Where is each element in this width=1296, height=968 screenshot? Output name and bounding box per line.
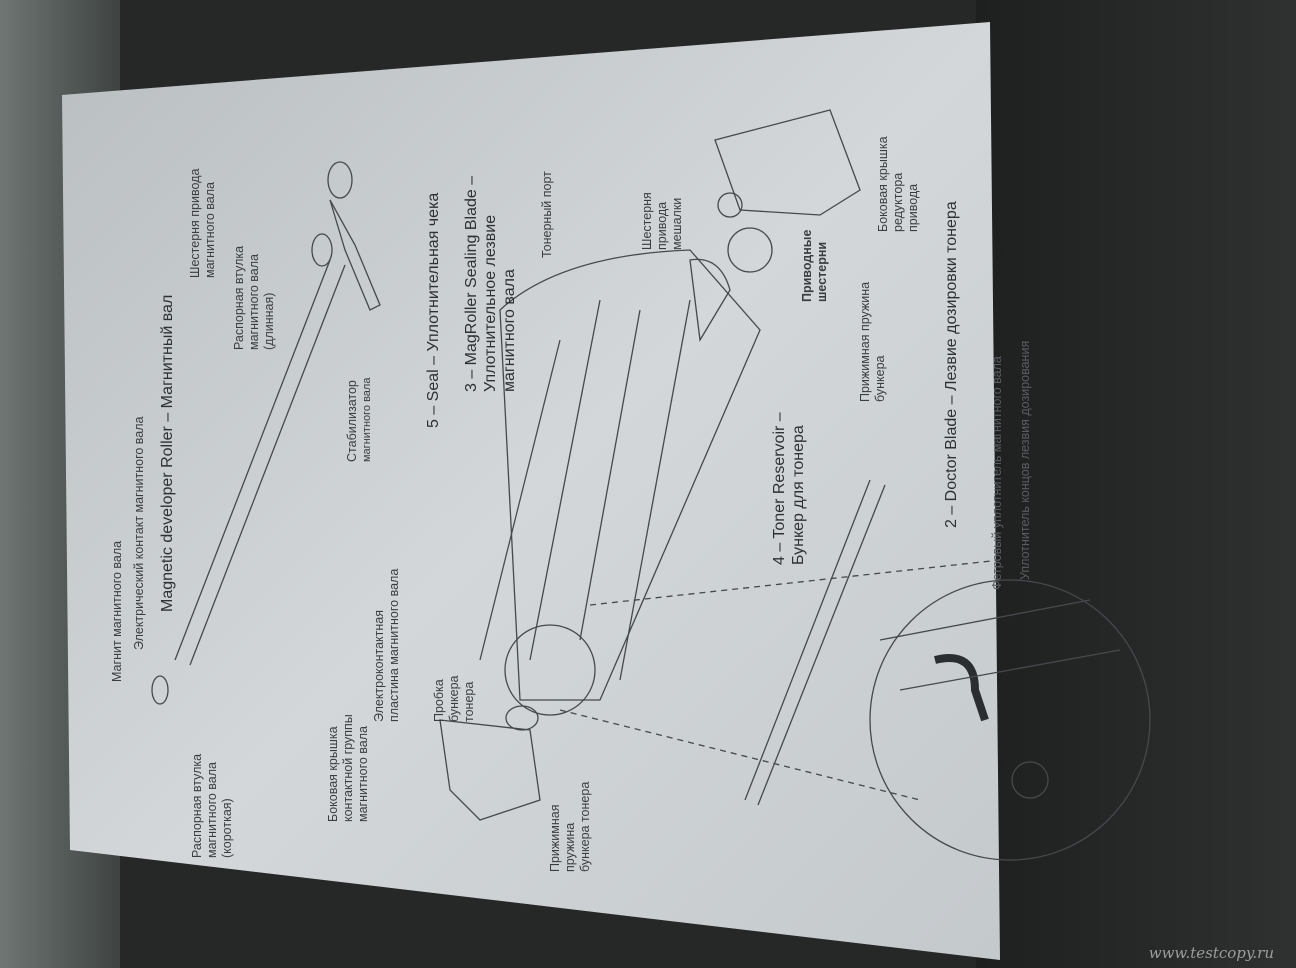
label-toner-reservoir: 4 – Toner Reservoir –Бункер для тонера [770,412,808,565]
label-line: контактной группы [341,714,355,822]
label-magnetic-roller: Magnetic developer Roller – Магнитный ва… [159,294,176,612]
label-line: Шестерня привода [188,168,202,278]
label-toner-port: Тонерный порт [540,171,554,258]
background-right [976,0,1296,968]
doctor-blade-drawing [744,479,886,806]
label-line: Электроконтактная [372,609,386,722]
label-line: (короткая) [220,798,234,858]
magnified-detail-drawing [559,559,1151,861]
label-line: магнитного вала [356,726,370,822]
label-line: Бункер для тонера [790,425,807,565]
label-blade-end-seal: Уплотнитель концов лезвия дозирования [1018,340,1032,580]
toner-reservoir-drawing [479,249,761,731]
label-seal: 5 – Seal – Уплотнительная чека [425,192,442,428]
magnetic-roller-drawing [151,161,381,705]
label-line: Пробка [432,679,446,722]
label-line: магнитного вала [203,182,217,278]
label-line: Шестерня [640,192,654,250]
label-line: магнитного вала [361,377,373,462]
label-line: пластина магнитного вала [387,568,401,722]
label-line: магнитного вала [205,762,219,858]
label-line: Боковая крышка [876,136,890,232]
label-line: магнитного вала [501,269,518,392]
label-line: привода [906,183,920,232]
label-line: (длинная) [262,292,276,350]
label-line: бункера [447,675,461,722]
label-line: Распорная втулка [232,245,246,350]
label-line: бункера [873,355,887,402]
label-line: пружина [563,822,577,872]
label-line: тонера [462,681,476,722]
label-line: Прижимная [548,804,562,872]
label-line: привода [655,201,669,250]
label-line: Стабилизатор [345,380,359,462]
label-line: Уплотнительное лезвие [482,214,499,392]
label-magnet: Магнит магнитного вала [110,540,124,682]
paper-sheet [62,22,1000,960]
label-doctor-blade: 2 – Doctor Blade – Лезвие дозировки тоне… [943,201,960,528]
label-line: 3 – MagRoller Sealing Blade – [463,175,480,392]
label-line: бункера тонера [578,781,592,872]
label-line: Распорная втулка [190,753,204,858]
label-line: магнитного вала [247,254,261,350]
label-line: Прижимная пружина [858,281,872,402]
label-line: шестерни [815,241,829,302]
label-line: Приводные [800,229,814,302]
label-line: редуктора [891,172,905,232]
label-sealing-blade: 3 – MagRoller Sealing Blade –Уплотнитель… [462,176,519,392]
side-covers-drawing [439,109,861,821]
label-line: 4 – Toner Reservoir – [771,412,788,565]
label-line: Боковая крышка [326,726,340,822]
watermark: www.testcopy.ru [1148,944,1274,962]
label-electrical-contact: Электрический контакт магнитного вала [132,416,146,651]
label-line: мешалки [670,197,684,250]
label-felt-seal: Фетровый уплотнитель магнитного вала [990,356,1004,590]
